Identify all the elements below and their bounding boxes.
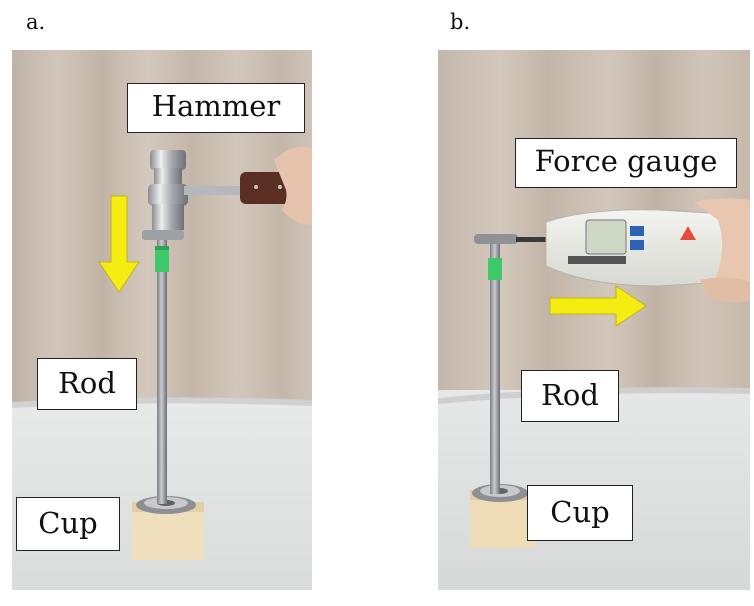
green-tape xyxy=(155,246,169,272)
green-tape xyxy=(488,258,502,280)
hammer-label: Hammer xyxy=(127,83,305,133)
cup-label-b: Cup xyxy=(527,485,633,541)
arrow-down-icon xyxy=(98,195,140,293)
cup-block xyxy=(132,496,204,560)
force-gauge-label: Force gauge xyxy=(515,138,737,188)
hand xyxy=(694,198,750,291)
rod-label-b: Rod xyxy=(521,370,619,422)
photo-force-gauge-test xyxy=(438,50,750,590)
rod xyxy=(490,242,500,494)
arrow-right-icon xyxy=(549,285,647,327)
hammer-shaft xyxy=(184,186,246,195)
rod-label-a: Rod xyxy=(37,358,137,410)
panel-a-letter: a. xyxy=(26,10,46,34)
force-gauge xyxy=(545,209,734,287)
hand xyxy=(274,146,312,225)
panel-b-letter: b. xyxy=(450,10,471,34)
gauge-display xyxy=(585,219,627,255)
rod xyxy=(157,236,167,504)
hammer-head xyxy=(148,150,188,230)
cup-label-a: Cup xyxy=(16,497,120,551)
